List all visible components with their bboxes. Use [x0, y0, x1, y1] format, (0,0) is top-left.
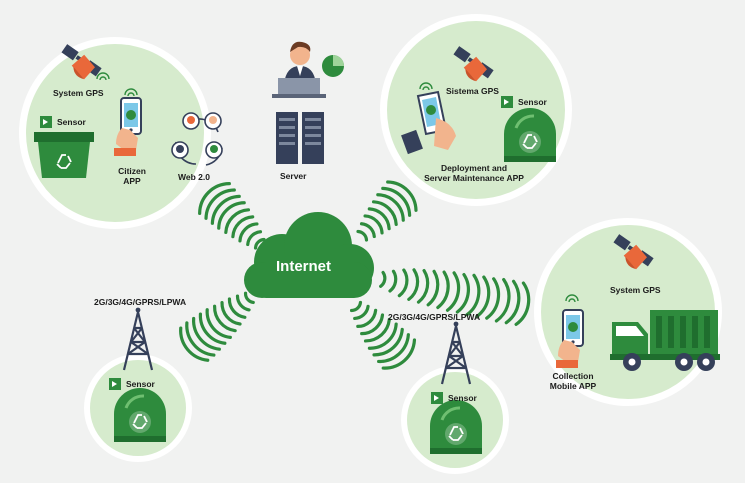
citizen-app-label: Citizen APP	[118, 166, 146, 186]
signal-waves-top-right	[356, 180, 418, 242]
citizen-sensor-label: Sensor	[57, 117, 86, 127]
server-label: Server	[280, 171, 307, 181]
internet-label: Internet	[276, 258, 332, 275]
citizen-gps-label: System GPS	[53, 88, 104, 98]
network-label-right: 2G/3G/4G/GPRS/LPWA	[388, 312, 481, 322]
web-network-icon	[171, 112, 223, 166]
server-rack-icon	[276, 112, 324, 164]
recycling-bin-icon	[34, 132, 94, 178]
maintenance-phone-icon	[401, 90, 456, 155]
sensor-tag-icon	[109, 378, 121, 390]
sensor-tag-icon	[40, 116, 52, 128]
sensor-tag-icon	[501, 96, 513, 108]
signal-waves-top-left	[198, 182, 266, 250]
maintenance-sensor-label: Sensor	[518, 97, 547, 107]
garbage-truck-icon	[610, 310, 720, 371]
signal-waves-bottom-right	[349, 300, 417, 370]
signal-waves-bottom-left	[179, 291, 255, 362]
sensor-tag-icon	[431, 392, 443, 404]
maintenance-gps-label: Sistema GPS	[446, 86, 499, 96]
collection-gps-label: System GPS	[610, 285, 661, 295]
sensor-right-label: Sensor	[448, 393, 477, 403]
admin-person-icon	[272, 41, 326, 98]
web-label: Web 2.0	[178, 172, 210, 182]
maintenance-app-label: Deployment and Server Maintenance APP	[424, 163, 524, 183]
internet-cloud	[244, 212, 374, 298]
collection-app-label: Collection Mobile APP	[549, 371, 597, 391]
network-label-left: 2G/3G/4G/GPRS/LPWA	[94, 297, 187, 307]
pie-chart-icon	[322, 55, 344, 77]
sensor-left-label: Sensor	[126, 379, 155, 389]
